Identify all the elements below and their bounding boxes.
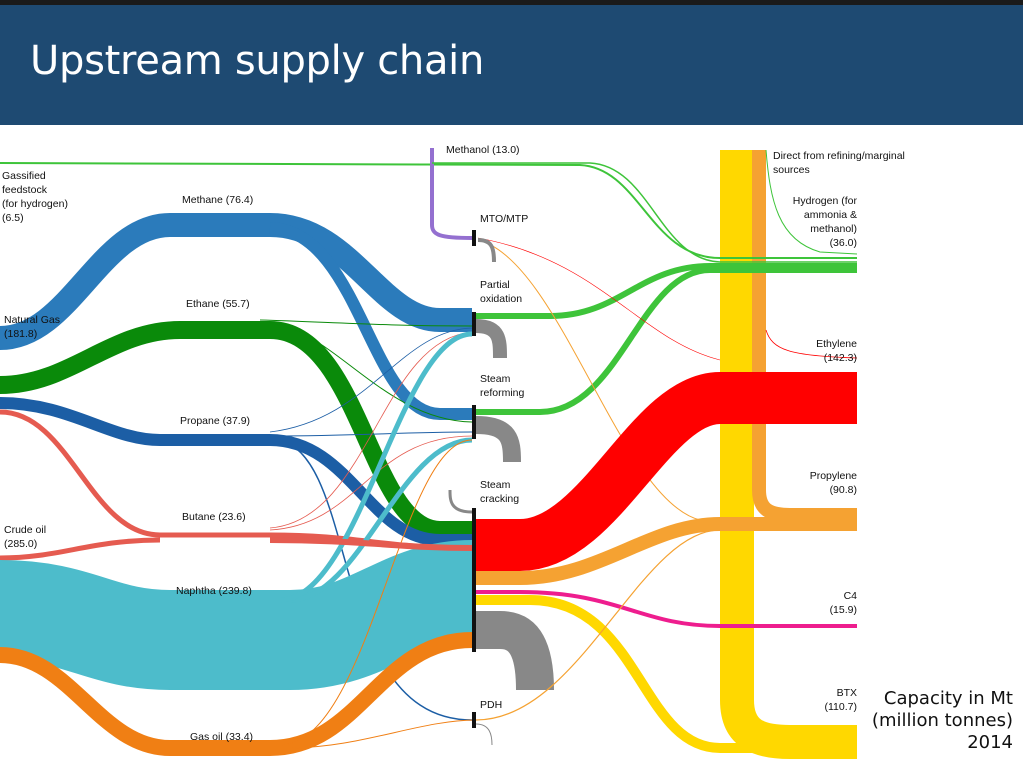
- cracking-to-btx: [476, 595, 857, 753]
- pdh-label: PDH: [480, 699, 503, 711]
- propane-label: Propane (37.9): [180, 415, 251, 427]
- reforming-node: [472, 405, 476, 439]
- steam-cracking-label: Steam cracking: [480, 479, 520, 505]
- direct-propylene-band: [752, 150, 857, 522]
- c4-label: C4 (15.9): [829, 590, 857, 616]
- cracking-loss: [476, 611, 554, 691]
- gas-oil-to-reforming: [279, 439, 473, 746]
- gas-oil-label: Gas oil (33.4): [190, 731, 254, 743]
- mto-label: MTO/MTP: [480, 213, 529, 225]
- partial-oxidation-label: Partial oxidation: [480, 279, 523, 305]
- direct-sources-label: Direct from refining/marginal sources: [773, 150, 905, 176]
- mto-node: [472, 230, 476, 246]
- methane-to-reforming: [269, 222, 472, 420]
- gassified-label: Gassified feedstock (for hydrogen) (6.5): [2, 170, 68, 224]
- ethylene-label: Ethylene (142.3): [816, 338, 857, 364]
- butane-to-po: [269, 331, 473, 529]
- propane-to-po: [269, 327, 473, 433]
- methanol-to-hydrogen: [432, 162, 857, 263]
- capacity-caption: Capacity in Mt (million tonnes) 2014: [871, 688, 1013, 753]
- btx-direct-band: [720, 150, 857, 759]
- methane-flow: [0, 213, 472, 350]
- naphtha-to-reforming: [289, 437, 473, 603]
- po-to-hydrogen: [476, 263, 857, 319]
- direct-ethylene-link: [765, 329, 858, 359]
- mto-to-ethylene: [477, 237, 721, 361]
- steam-reforming-label: Steam reforming: [480, 373, 525, 399]
- cracking-to-c4: [476, 590, 857, 628]
- naphtha-to-po: [279, 331, 473, 603]
- methanol-flow: [430, 148, 473, 240]
- propane-to-reforming: [269, 431, 473, 437]
- naphtha-label: Naphtha (239.8): [176, 585, 252, 597]
- ethane-label: Ethane (55.7): [186, 298, 250, 310]
- ethane-to-reforming: [259, 321, 473, 423]
- mto-to-propylene: [477, 239, 701, 521]
- propane-flow: [0, 397, 472, 546]
- methanol-label: Methanol (13.0): [446, 144, 520, 156]
- crude-oil-label: Crude oil (285.0): [4, 524, 47, 550]
- propylene-label: Propylene (90.8): [809, 470, 857, 496]
- gasoil-to-propylene: [289, 719, 477, 749]
- po-node: [472, 312, 476, 336]
- cracking-to-ethylene: [476, 372, 857, 571]
- cracking-to-propylene: [476, 517, 857, 585]
- pdh-to-propylene: [475, 529, 721, 721]
- top-border: [0, 0, 1023, 5]
- hydrogen-label: Hydrogen (for ammonia & methanol) (36.0): [792, 195, 857, 249]
- po-loss: [475, 319, 507, 359]
- slide-title: Upstream supply chain: [30, 38, 485, 84]
- reforming-loss: [475, 416, 521, 463]
- cracking-node: [472, 508, 476, 652]
- ethane-to-po: [259, 319, 473, 327]
- slide-header: [0, 5, 1023, 125]
- crude-red-to-cracking: [269, 537, 473, 551]
- reforming-to-hydrogen: [476, 267, 857, 415]
- gassified-flow: [0, 162, 857, 259]
- naphtha-flow: [0, 540, 475, 690]
- methane-label: Methane (76.4): [182, 194, 254, 206]
- direct-hydrogen-link: [765, 149, 858, 255]
- butane-to-reforming: [269, 435, 473, 531]
- crude-butane-flow: [0, 537, 161, 561]
- pdh-loss: [475, 723, 493, 746]
- cracking-top-loss: [448, 489, 473, 514]
- natural-gas-label: Natural Gas (181.8): [4, 314, 61, 340]
- mto-loss: [477, 238, 496, 263]
- btx-label: BTX (110.7): [824, 687, 858, 713]
- pdh-node: [472, 712, 476, 728]
- butane-label: Butane (23.6): [182, 511, 246, 523]
- gas-oil-flow: [0, 632, 473, 756]
